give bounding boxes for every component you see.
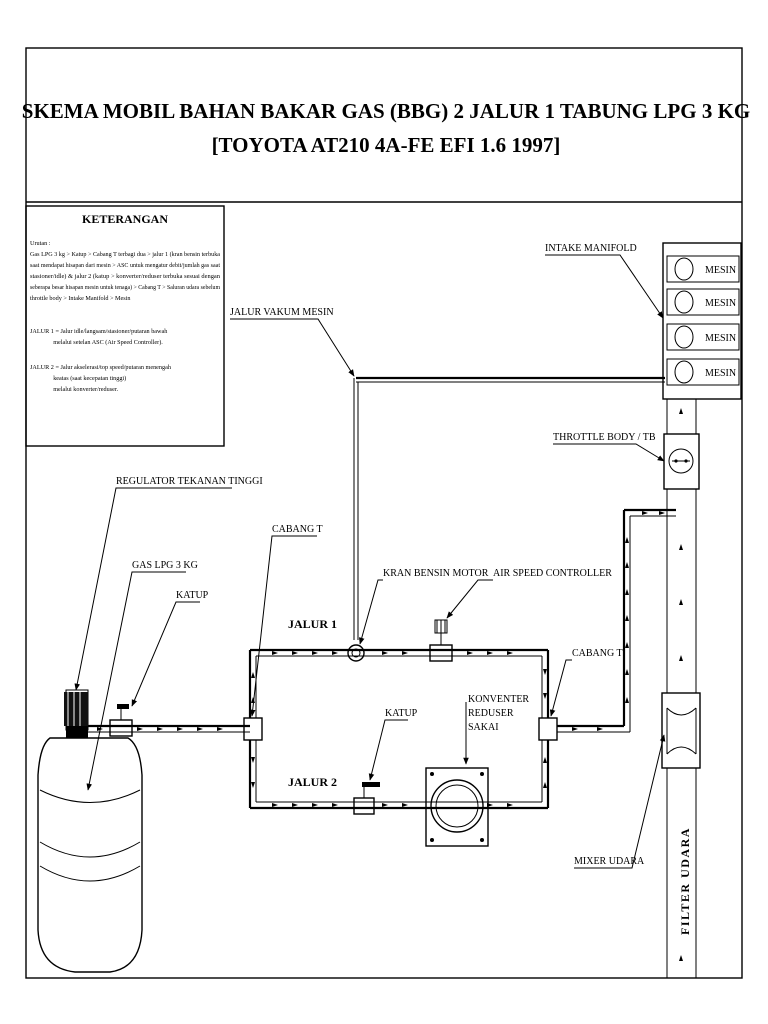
label-gas-lpg: GAS LPG 3 KG [86, 560, 198, 791]
svg-text:KATUP: KATUP [385, 708, 418, 719]
svg-text:KATUP: KATUP [176, 590, 209, 601]
label-cabang-t-right: CABANG T [549, 648, 623, 717]
throttle-body [663, 433, 700, 490]
svg-text:CABANG T: CABANG T [272, 524, 323, 535]
label-katup-mid: KATUP [368, 708, 418, 781]
legend-line: melalui konverter/reduser. [30, 386, 119, 393]
cabang-t-left [243, 717, 263, 741]
intake-manifold: MESIN MESIN MESIN MESIN [662, 242, 742, 400]
legend-line: throttle body > Intake Manifold > Mesin [30, 295, 130, 302]
svg-text:GAS LPG 3 KG: GAS LPG 3 KG [132, 560, 198, 571]
legend-line: melalui setelan ASC (Air Speed Controlle… [30, 339, 163, 346]
air-duct [666, 399, 697, 978]
mesin-label: MESIN [705, 333, 736, 344]
legend-line: Urutan : [30, 240, 51, 247]
konverter-reduser [425, 767, 489, 847]
vacuum-line [353, 376, 665, 640]
mesin-label: MESIN [705, 265, 736, 276]
svg-text:SAKAI: SAKAI [468, 722, 499, 733]
legend-lines: Urutan : Gas LPG 3 kg > Katup > Cabang T… [30, 240, 220, 393]
label-katup-top: KATUP [131, 590, 209, 707]
katup-valve-jalur-2 [353, 782, 380, 815]
svg-text:MIXER UDARA: MIXER UDARA [574, 856, 645, 867]
mesin-port-1: MESIN [666, 255, 740, 283]
legend-heading: KETERANGAN [82, 212, 168, 226]
legend-line: Gas LPG 3 kg > Katup > Cabang T terbagi … [30, 251, 220, 258]
filter-udara-label: FILTER UDARA [678, 827, 692, 935]
legend-box: KETERANGAN Urutan : Gas LPG 3 kg > Katup… [25, 205, 225, 447]
label-cabang-t-left: CABANG T [249, 524, 323, 717]
legend-line: keatas (saat kecepatan tinggi) [30, 375, 126, 382]
legend-line: JALUR 2 = Jalur akselerasi/top speed/put… [30, 364, 172, 371]
title-line-2: [TOYOTA AT210 4A-FE EFI 1.6 1997] [212, 133, 561, 157]
svg-text:KRAN BENSIN MOTOR: KRAN BENSIN MOTOR [383, 568, 489, 579]
mesin-port-3: MESIN [666, 323, 740, 351]
air-speed-controller [429, 619, 453, 662]
label-konverter: KONVENTER REDUSER SAKAI [463, 694, 529, 765]
mixer-udara [661, 692, 701, 769]
mesin-port-4: MESIN [666, 358, 740, 386]
svg-text:REDUSER: REDUSER [468, 708, 514, 719]
svg-text:KONVENTER: KONVENTER [468, 694, 529, 705]
mesin-label: MESIN [705, 368, 736, 379]
jalur-2-pipe [248, 740, 550, 810]
svg-text:JALUR VAKUM MESIN: JALUR VAKUM MESIN [230, 307, 334, 318]
sheet-frame [25, 47, 743, 979]
svg-text:AIR SPEED CONTROLLER: AIR SPEED CONTROLLER [493, 568, 612, 579]
jalur-1-pipe [248, 648, 550, 718]
katup-valve-main [109, 704, 133, 737]
label-mixer-udara: MIXER UDARA [574, 734, 666, 869]
label-jalur-1: JALUR 1 [288, 617, 337, 631]
mesin-label: MESIN [705, 298, 736, 309]
feed-pipe [88, 724, 250, 733]
legend-line: JALUR 1 = Jalur idle/langsam/stasioner/p… [30, 328, 168, 335]
label-jalur-2: JALUR 2 [288, 775, 337, 789]
title-line-1: SKEMA MOBIL BAHAN BAKAR GAS (BBG) 2 JALU… [22, 99, 750, 123]
label-asc: AIR SPEED CONTROLLER [446, 568, 612, 619]
tb-feed-pipe [557, 508, 676, 733]
svg-text:THROTTLE BODY / TB: THROTTLE BODY / TB [553, 432, 656, 443]
label-jalur-vakum: JALUR VAKUM MESIN [230, 307, 355, 377]
legend-line: seberapa besar hisapan mesin untuk tenag… [30, 284, 220, 291]
kran-bensin-motor [347, 644, 365, 662]
label-regulator: REGULATOR TEKANAN TINGGI [74, 476, 263, 691]
svg-text:INTAKE MANIFOLD: INTAKE MANIFOLD [545, 243, 637, 254]
label-kran-bensin: KRAN BENSIN MOTOR [359, 568, 489, 645]
legend-line: saat mendapat hisapan dari mesin > ASC u… [30, 262, 220, 269]
label-throttle-body: THROTTLE BODY / TB [553, 432, 665, 462]
svg-text:CABANG T: CABANG T [572, 648, 623, 659]
svg-text:REGULATOR TEKANAN TINGGI: REGULATOR TEKANAN TINGGI [116, 476, 263, 487]
legend-line: stasioner/idle) & jalur 2 (katup > konve… [30, 273, 220, 280]
mesin-port-2: MESIN [666, 288, 740, 316]
cabang-t-right [538, 717, 558, 741]
regulator [64, 692, 88, 726]
label-intake-manifold: INTAKE MANIFOLD [545, 243, 664, 319]
